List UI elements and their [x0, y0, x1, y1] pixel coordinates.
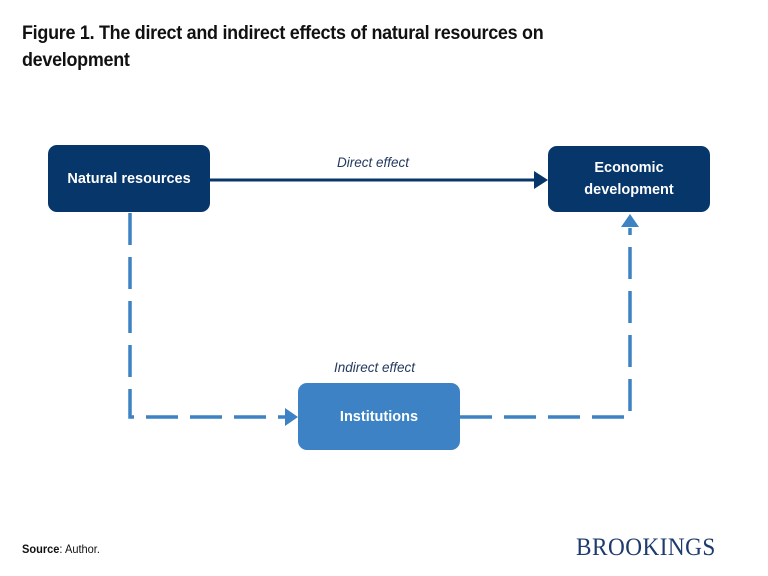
direct-effect-label: Direct effect	[337, 155, 410, 170]
node-label: Economic development	[584, 160, 674, 198]
direct-arrowhead-icon	[534, 171, 548, 189]
node-natural-resources: Natural resources	[48, 145, 210, 212]
brookings-logo: BROOKINGS	[576, 534, 716, 561]
indirect-path-to-development	[460, 228, 632, 419]
source-text: : Author.	[59, 542, 100, 556]
institutions-arrowhead-icon	[285, 408, 298, 426]
node-label: Natural resources	[67, 170, 191, 187]
node-institutions: Institutions	[298, 383, 460, 450]
development-arrowhead-icon	[621, 214, 639, 227]
node-economic-development: Economic development	[548, 146, 710, 212]
source-label: Source	[22, 542, 60, 556]
source-note: Source: Author.	[22, 542, 100, 556]
indirect-effect-label: Indirect effect	[334, 360, 416, 375]
figure-title: Figure 1. The direct and indirect effect…	[22, 22, 544, 71]
node-label: Institutions	[339, 408, 419, 425]
indirect-path-to-institutions	[128, 213, 286, 419]
